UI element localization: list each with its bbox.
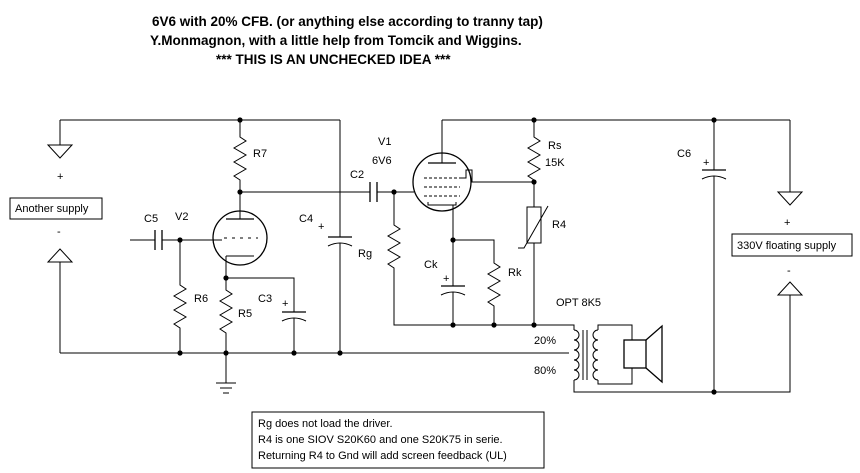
left-supply-box <box>9 197 103 220</box>
tube-v1: V1 6V6 <box>372 120 534 240</box>
note-line-3: Returning R4 to Gnd will add screen feed… <box>258 450 507 462</box>
svg-text:C2: C2 <box>350 169 364 181</box>
svg-text:C3: C3 <box>258 293 272 305</box>
resistor-rs: Rs 15K <box>527 120 565 207</box>
svg-text:C6: C6 <box>677 148 691 160</box>
resistor-rk: Rk <box>487 255 522 325</box>
svg-text:Rs: Rs <box>548 140 562 152</box>
svg-text:OPT 8K5: OPT 8K5 <box>556 297 601 309</box>
left-supply: + Another supply - <box>9 119 560 354</box>
svg-text:V2: V2 <box>175 211 188 223</box>
note-line-2: R4 is one SIOV S20K60 and one S20K75 in … <box>258 434 503 446</box>
right-supply: + 330V floating supply - <box>714 120 853 393</box>
junction-dots <box>177 117 717 395</box>
svg-text:C4: C4 <box>299 213 313 225</box>
svg-text:6V6: 6V6 <box>372 155 392 167</box>
right-supply-box <box>731 233 853 257</box>
svg-text:Rg: Rg <box>358 248 372 260</box>
resistor-r7: R7 <box>233 120 267 192</box>
right-supply-minus: - <box>787 265 791 277</box>
capacitor-c4: + C4 <box>299 120 353 353</box>
left-supply-plus: + <box>57 171 63 183</box>
capacitor-c2: C2 <box>350 169 414 202</box>
output-transformer: OPT 8K5 20% 80% <box>534 297 714 393</box>
svg-text:R6: R6 <box>194 293 208 305</box>
tube-v2: V2 <box>175 210 268 266</box>
svg-text:Ck: Ck <box>424 259 438 271</box>
svg-text:R5: R5 <box>238 308 252 320</box>
speaker-icon <box>623 324 663 384</box>
note-line-1: Rg does not load the driver. <box>258 418 393 430</box>
resistor-r6: R6 <box>173 240 208 353</box>
title-line-1: 6V6 with 20% CFB. (or anything else acco… <box>152 14 543 29</box>
svg-text:+: + <box>443 273 449 285</box>
resistor-r5: R5 <box>219 278 252 353</box>
right-supply-plus: + <box>784 217 790 229</box>
svg-text:C5: C5 <box>144 213 158 225</box>
title-line-3: *** THIS IS AN UNCHECKED IDEA *** <box>216 52 451 67</box>
capacitor-c6: + C6 <box>677 120 727 392</box>
svg-text:+: + <box>703 157 709 169</box>
svg-text:R4: R4 <box>552 219 566 231</box>
capacitor-ck: + Ck <box>424 240 466 325</box>
svg-text:Rk: Rk <box>508 267 522 279</box>
title-line-2: Y.Monmagnon, with a little help from Tom… <box>150 33 522 48</box>
right-supply-label: 330V floating supply <box>737 240 837 252</box>
left-supply-label: Another supply <box>15 203 89 215</box>
svg-text:V1: V1 <box>378 136 391 148</box>
capacitor-c3: + C3 <box>258 293 307 353</box>
ground-symbol <box>216 353 236 394</box>
capacitor-c5: C5 <box>130 213 222 250</box>
left-supply-minus: - <box>57 226 61 238</box>
svg-text:80%: 80% <box>534 365 556 377</box>
svg-text:20%: 20% <box>534 335 556 347</box>
svg-text:+: + <box>282 298 288 310</box>
svg-text:R7: R7 <box>253 148 267 160</box>
varistor-r4: R4 <box>518 205 566 325</box>
resistor-rg: Rg <box>358 192 534 326</box>
svg-text:+: + <box>318 221 324 233</box>
notes-box: Rg does not load the driver. R4 is one S… <box>251 411 545 469</box>
svg-text:15K: 15K <box>545 157 565 169</box>
